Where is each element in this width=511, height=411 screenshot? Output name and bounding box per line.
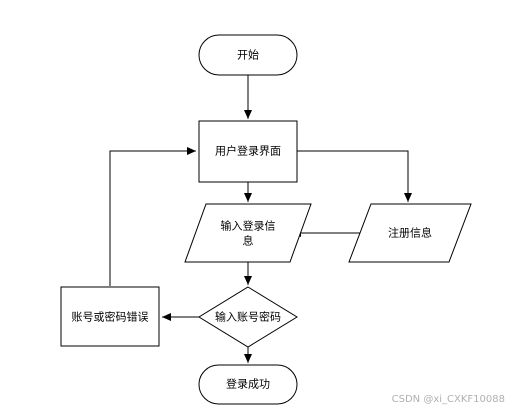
connectors [109,75,412,363]
input-login-info-label-line2: 息 [243,234,254,248]
error-label: 账号或密码错误 [72,310,149,324]
start-terminator-shape [198,34,298,76]
register-info-label: 注册信息 [388,226,432,240]
arrow-error-to-login [109,147,196,286]
start-label: 开始 [237,48,259,62]
login-screen-process-shape [198,120,298,183]
error-process-shape [60,286,160,347]
register-info-node: 注册信息 [348,203,472,263]
decision-diamond-shape [198,286,298,348]
decision-node: 输入账号密码 [198,286,298,348]
success-terminator-shape [198,364,298,405]
success-node: 登录成功 [198,364,298,405]
login-screen-label: 用户登录界面 [215,144,281,158]
start-node: 开始 [198,34,298,76]
input-login-info-label-line1: 输入登录信 [221,219,276,233]
login-screen-node: 用户登录界面 [198,120,298,183]
success-label: 登录成功 [226,377,270,391]
input-login-info-node: 输入登录信 息 [184,203,312,263]
arrow-login-to-register [297,150,412,202]
register-info-data-shape [348,203,472,263]
input-login-info-data-shape [184,203,312,263]
error-node: 账号或密码错误 [60,286,160,347]
watermark-text: CSDN @xi_CXKF10088 [392,394,505,405]
decision-label: 输入账号密码 [215,310,281,324]
